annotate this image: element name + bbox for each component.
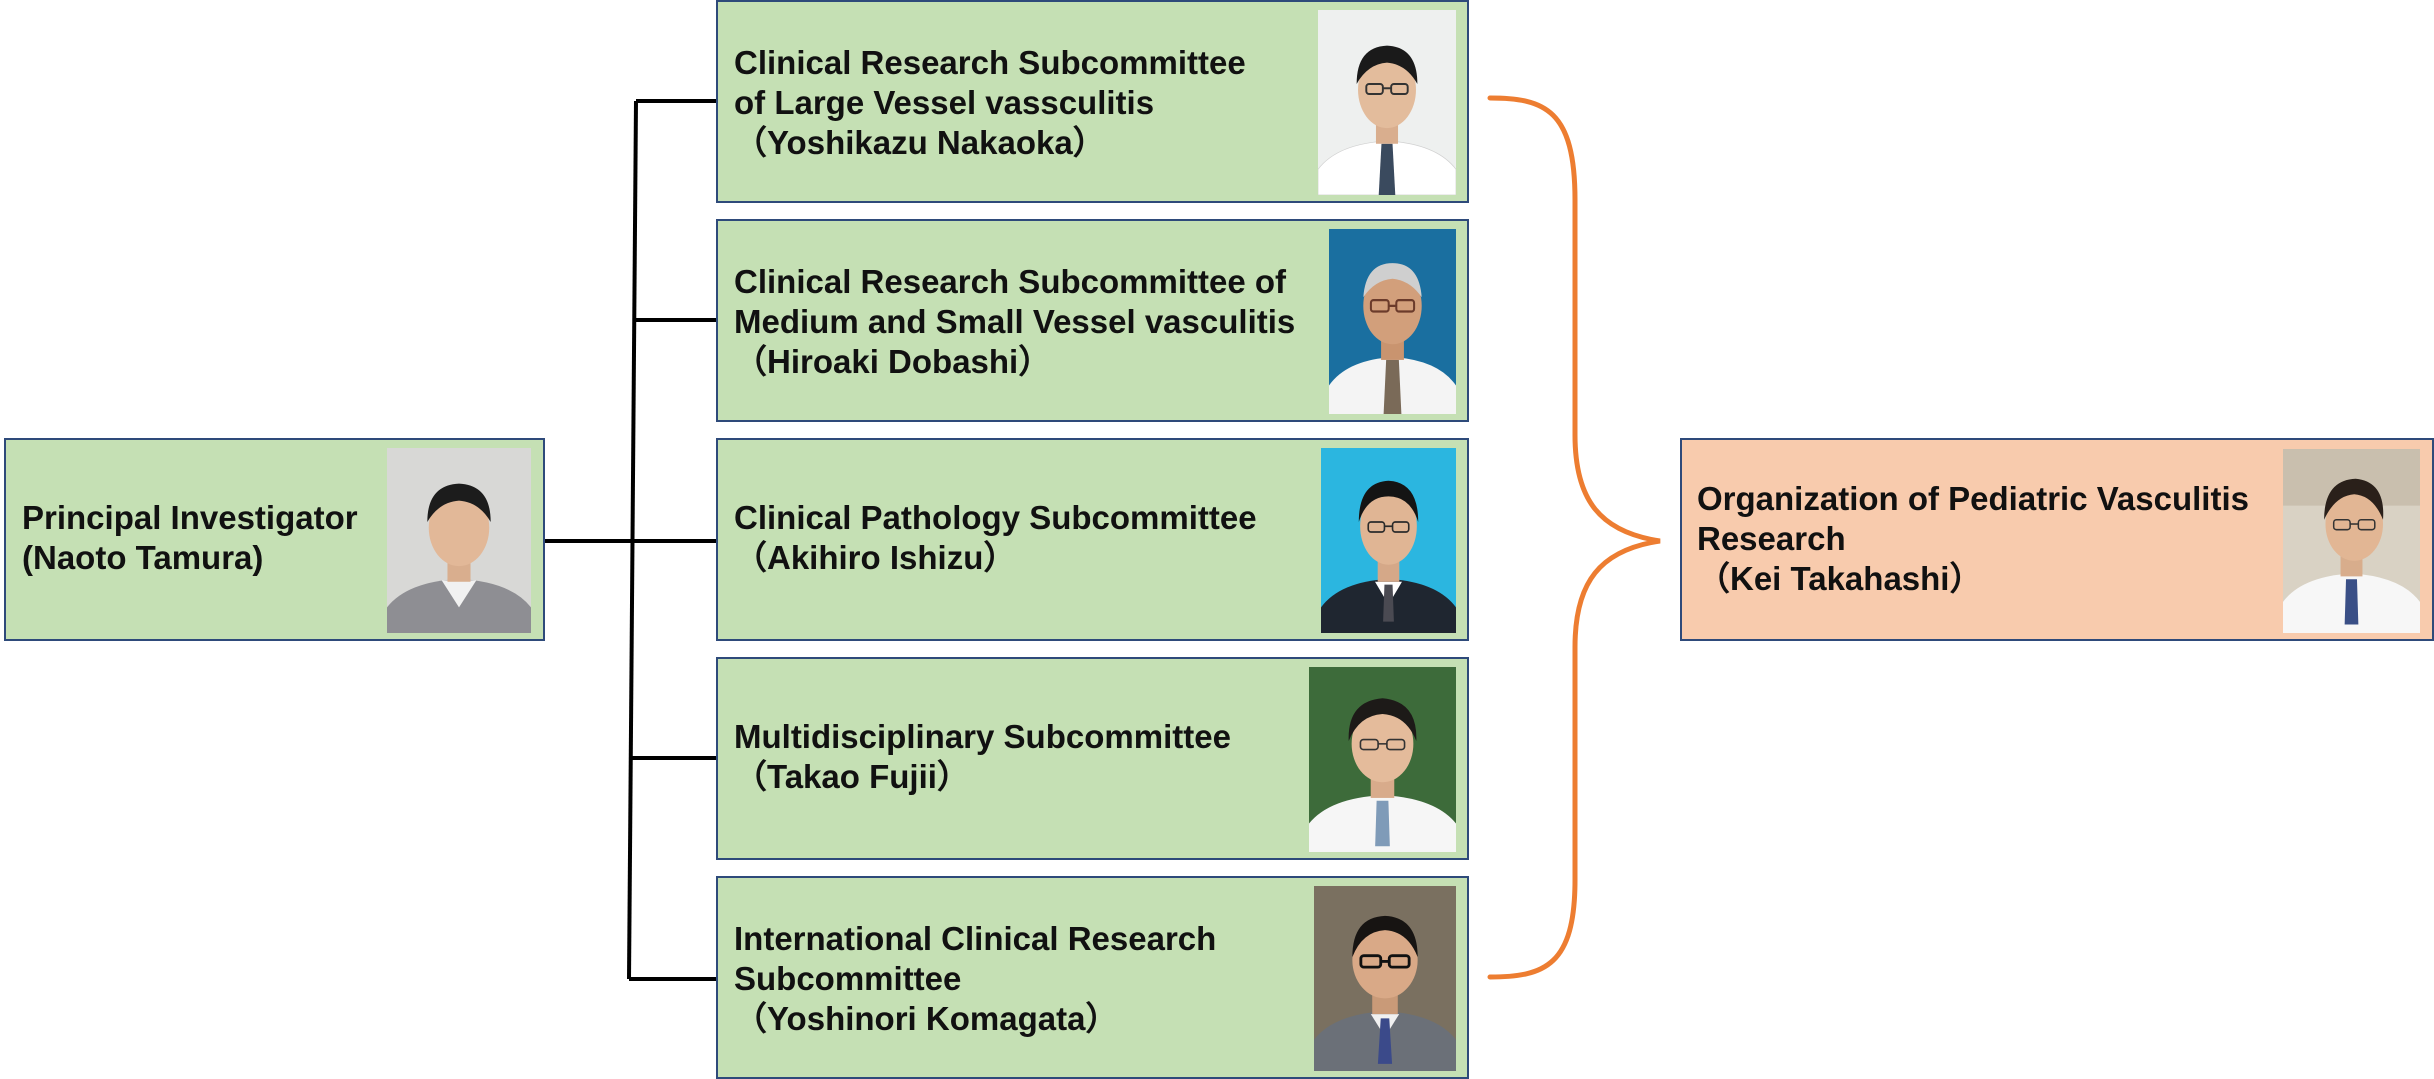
subcommittee-chair-name: （Yoshikazu Nakaoka） [734,124,1106,161]
principal-title: Principal Investigator [22,499,358,536]
subcommittee-chair-name: （Yoshinori Komagata） [734,1000,1119,1037]
portrait-icon [2283,449,2420,633]
subcommittee-label: Clinical Research Subcommittee of Medium… [734,262,1295,382]
subcommittee-title-line: Clinical Pathology Subcommittee [734,499,1257,536]
subcommittee-title-line: Clinical Research Subcommittee of [734,263,1286,300]
subcommittee-photo [1321,448,1456,633]
subcommittee-label: Clinical Pathology Subcommittee （Akihiro… [734,498,1257,578]
subcommittee-label: International Clinical Research Subcommi… [734,919,1216,1039]
pediatric-vasculitis-box: Organization of Pediatric Vasculitis Res… [1680,438,2434,641]
pediatric-chair-name: （Kei Takahashi） [1697,560,1983,597]
subcommittee-box-international: International Clinical Research Subcommi… [716,876,1469,1079]
portrait-icon [1314,886,1456,1071]
subcommittee-chair-name: （Akihiro Ishizu） [734,539,1017,576]
subcommittee-photo [1318,10,1456,195]
portrait-icon [1321,448,1456,633]
tree-connector [545,99,718,981]
pediatric-label: Organization of Pediatric Vasculitis Res… [1697,479,2249,599]
subcommittee-photo [1314,886,1456,1071]
subcommittee-box-clinical-pathology: Clinical Pathology Subcommittee （Akihiro… [716,438,1469,641]
subcommittee-photo [1309,667,1456,852]
subcommittee-title-line: Multidisciplinary Subcommittee [734,718,1231,755]
subcommittee-box-large-vessel: Clinical Research Subcommittee of Large … [716,0,1469,203]
portrait-icon [1318,10,1456,195]
subcommittee-title-line: Medium and Small Vessel vasculitis [734,303,1296,340]
pediatric-photo [2283,449,2420,633]
portrait-icon [387,448,531,633]
pediatric-title-line: Research [1697,520,1846,557]
tree-trunk [627,100,638,980]
principal-photo [387,448,531,633]
principal-investigator-label: Principal Investigator (Naoto Tamura) [22,498,358,578]
subcommittee-title-line: of Large Vessel vassculitis [734,84,1155,121]
subcommittee-photo [1329,229,1456,414]
subcommittee-title-line: International Clinical Research [734,920,1217,957]
subcommittee-box-medium-small-vessel: Clinical Research Subcommittee of Medium… [716,219,1469,422]
subcommittee-box-multidisciplinary: Multidisciplinary Subcommittee （Takao Fu… [716,657,1469,860]
subcommittee-title-line: Clinical Research Subcommittee [734,44,1246,81]
pediatric-title-line: Organization of Pediatric Vasculitis [1697,480,2249,517]
principal-name: (Naoto Tamura) [22,539,264,576]
subcommittee-title-line: Subcommittee [734,960,962,997]
portrait-icon [1329,229,1456,414]
subcommittee-chair-name: （Takao Fujii） [734,758,970,795]
portrait-icon [1309,667,1456,852]
curly-brace [1487,95,1661,980]
subcommittee-label: Multidisciplinary Subcommittee （Takao Fu… [734,717,1231,797]
principal-investigator-box: Principal Investigator (Naoto Tamura) [4,438,545,641]
subcommittee-label: Clinical Research Subcommittee of Large … [734,43,1246,163]
subcommittee-chair-name: （Hiroaki Dobashi） [734,343,1052,380]
